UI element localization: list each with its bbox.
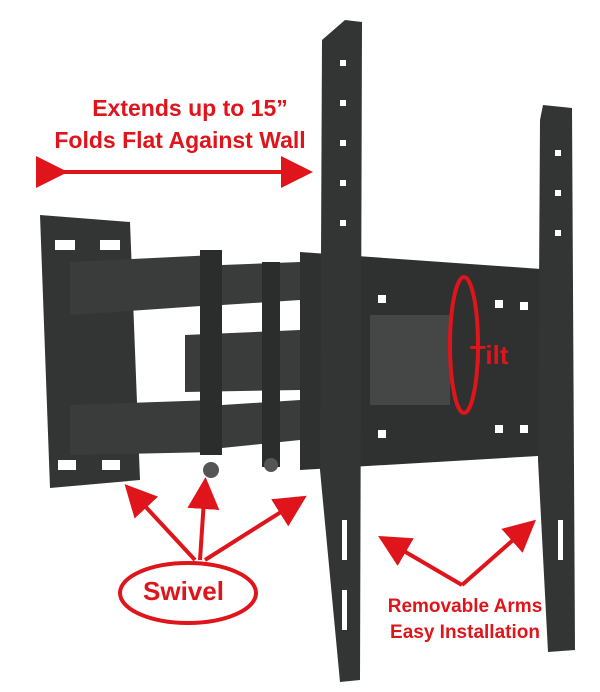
extends-label: Extends up to 15” — [92, 95, 288, 121]
tilt-label: Tilt — [470, 340, 509, 370]
tv-bracket — [300, 20, 575, 682]
swivel-label: Swivel — [143, 576, 224, 606]
easy-installation-label: Easy Installation — [390, 622, 540, 643]
removable-arms-label: Removable Arms — [387, 596, 543, 617]
annotation-arrows — [36, 156, 536, 625]
swivel-arms — [70, 250, 300, 478]
folds-flat-label: Folds Flat Against Wall — [54, 127, 306, 153]
